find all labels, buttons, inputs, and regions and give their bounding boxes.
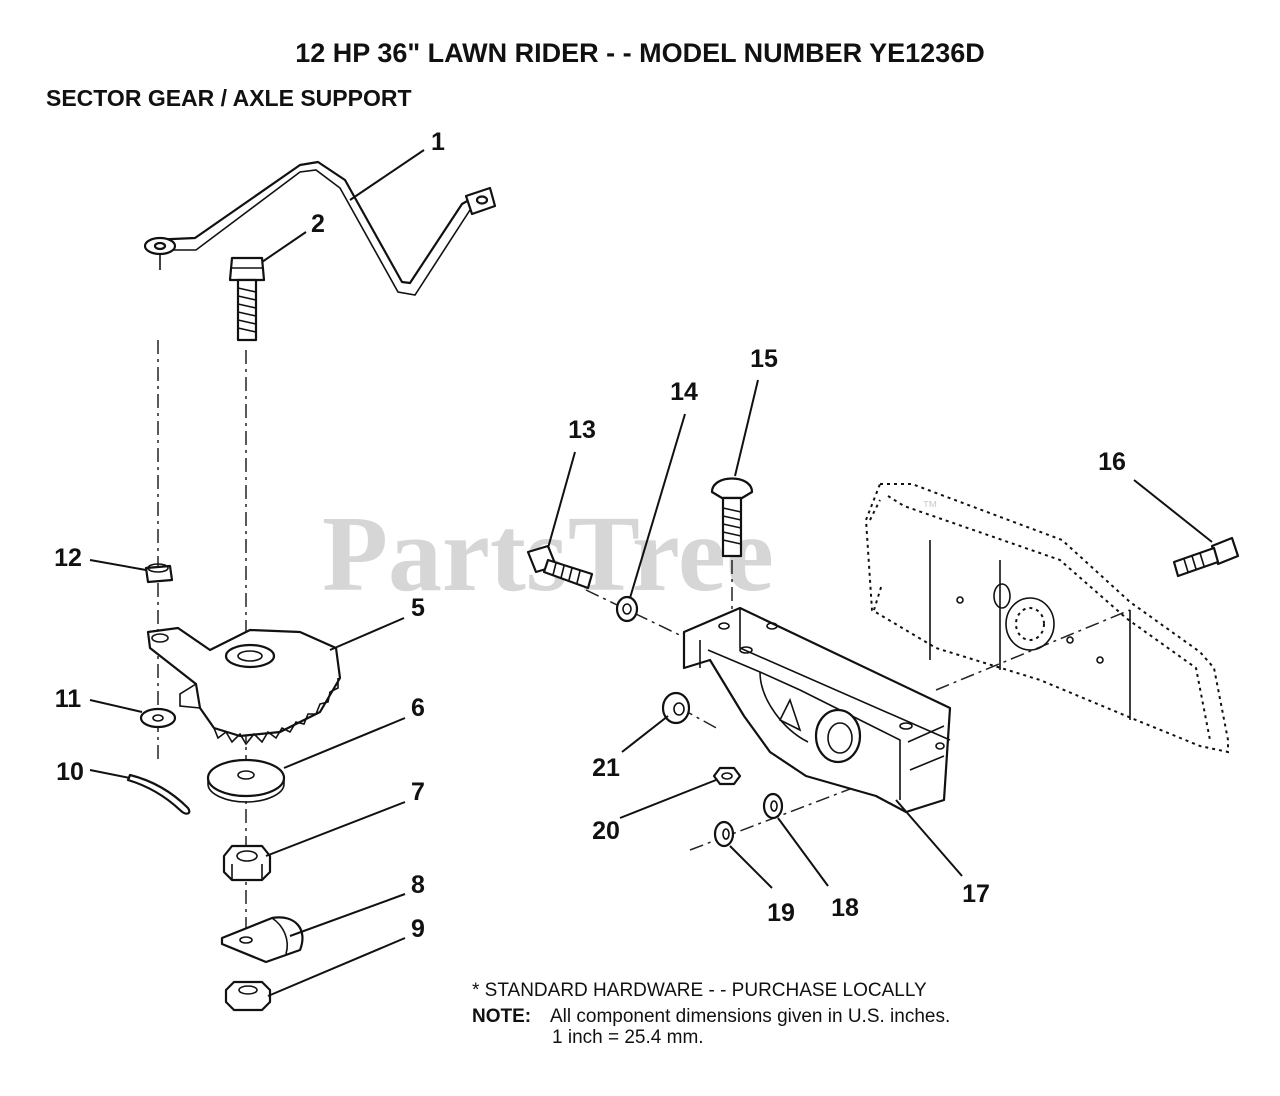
callout-2: 2 bbox=[311, 210, 325, 238]
part-8-bracket bbox=[220, 916, 304, 964]
part-12-nut bbox=[144, 563, 174, 584]
part-15-carriage-bolt bbox=[710, 477, 754, 558]
centerline-16 bbox=[935, 609, 1131, 691]
part-2-bolt bbox=[228, 256, 266, 342]
part-21-nut bbox=[661, 691, 691, 725]
part-16-bolt bbox=[1172, 536, 1240, 578]
callout-5: 5 bbox=[411, 594, 425, 622]
callout-7: 7 bbox=[411, 778, 425, 806]
diagram-subtitle: SECTOR GEAR / AXLE SUPPORT bbox=[46, 85, 412, 111]
conversion-note: 1 inch = 25.4 mm. bbox=[552, 1027, 704, 1048]
callout-13: 13 bbox=[568, 416, 596, 444]
part-1-drag-link bbox=[143, 160, 497, 296]
part-6-washer bbox=[206, 758, 286, 803]
callout-11: 11 bbox=[55, 685, 82, 713]
callout-16: 16 bbox=[1098, 448, 1126, 476]
callout-21: 21 bbox=[592, 754, 620, 782]
callout-9: 9 bbox=[411, 915, 425, 943]
leader-lines bbox=[89, 149, 1213, 997]
diagram-title: 12 HP 36" LAWN RIDER - - MODEL NUMBER YE… bbox=[295, 38, 984, 68]
centerline-13 bbox=[585, 589, 691, 641]
callout-10: 10 bbox=[56, 758, 84, 786]
callout-14: 14 bbox=[670, 378, 698, 406]
part-5-sector-gear bbox=[146, 626, 342, 746]
callout-17: 17 bbox=[962, 880, 990, 908]
part-17-axle-support bbox=[682, 606, 952, 814]
note-text: All component dimensions given in U.S. i… bbox=[550, 1006, 950, 1027]
part-9-hex-nut bbox=[224, 980, 272, 1012]
callout-18: 18 bbox=[831, 894, 859, 922]
callout-1: 1 bbox=[431, 128, 445, 156]
callout-6: 6 bbox=[411, 694, 425, 722]
part-19-nut bbox=[713, 820, 735, 848]
part-18-washer bbox=[762, 792, 784, 820]
part-20-hex-nut bbox=[712, 766, 742, 786]
part-14-washer bbox=[615, 595, 639, 623]
part-10-cotter-pin bbox=[126, 773, 191, 815]
watermark-tm: ™ bbox=[922, 499, 938, 516]
callout-12: 12 bbox=[54, 544, 82, 572]
callout-8: 8 bbox=[411, 871, 425, 899]
part-frame-outline bbox=[864, 483, 1229, 754]
callout-20: 20 bbox=[592, 817, 620, 845]
part-11-washer bbox=[139, 707, 177, 729]
part-13-bolt bbox=[526, 544, 594, 590]
callout-19: 19 bbox=[767, 899, 795, 927]
standard-hardware-note: * STANDARD HARDWARE - - PURCHASE LOCALLY bbox=[472, 980, 927, 1001]
part-7-hex-nut bbox=[222, 844, 272, 882]
note-label: NOTE: bbox=[472, 1006, 531, 1027]
callout-15: 15 bbox=[750, 345, 778, 373]
